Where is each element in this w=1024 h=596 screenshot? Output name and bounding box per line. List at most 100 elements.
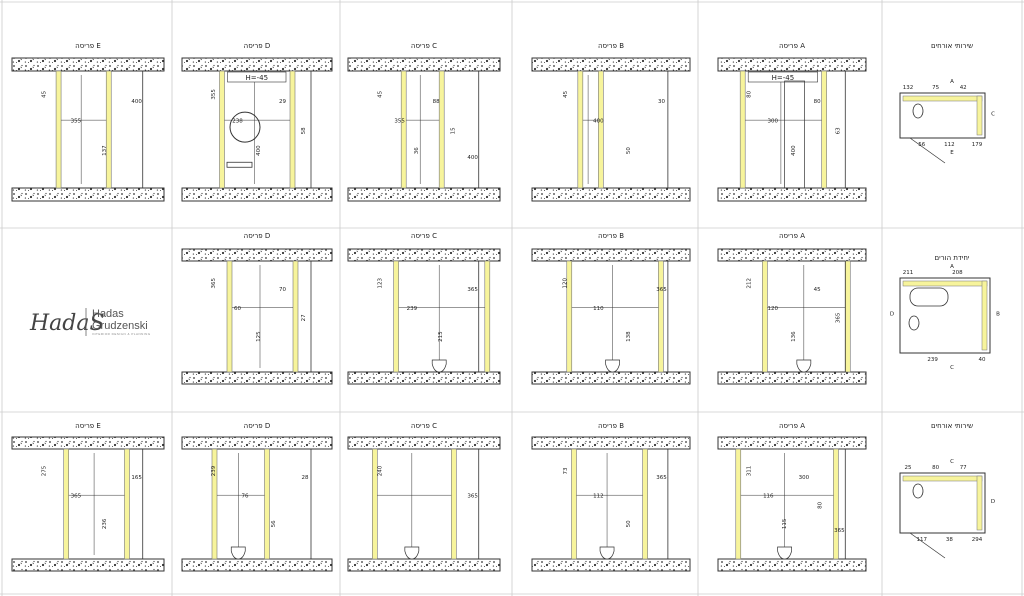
elevation-title: פריסה D xyxy=(244,42,271,50)
elevation-title: פריסה C xyxy=(411,422,437,430)
floor-slab xyxy=(717,371,867,385)
plan-wall xyxy=(976,475,983,531)
ceiling-slab xyxy=(531,57,691,72)
dimension-label: 50 xyxy=(626,147,632,154)
dimension-label: 112 xyxy=(593,493,604,499)
plan-dimension-label: 40 xyxy=(979,357,986,363)
dimension-label: 15 xyxy=(450,127,456,134)
fixture-outline xyxy=(796,359,812,373)
wall-section xyxy=(393,260,399,373)
wall-section xyxy=(124,448,130,560)
ceiling-slab xyxy=(11,436,165,450)
dimension-label: 137 xyxy=(102,145,108,156)
dimension-label: 365 xyxy=(71,493,82,499)
logo-name-first: Hadas xyxy=(92,308,124,320)
dimension-label: 300 xyxy=(799,475,810,481)
plan-wall xyxy=(902,95,983,102)
toilet-outline xyxy=(912,483,924,499)
elevation-title: פריסה E xyxy=(75,42,101,50)
fixture-outline xyxy=(599,546,615,560)
wall-section xyxy=(658,260,664,373)
dimension-label: 45 xyxy=(377,90,383,97)
dimension-label: 136 xyxy=(791,331,797,342)
plan-diagonal-wall xyxy=(909,137,946,164)
plan-title: שירותי אורחים xyxy=(931,42,973,50)
dimension-label: 400 xyxy=(256,145,262,156)
plan-dimension-label: 208 xyxy=(952,270,963,276)
plan-dimension-label: 80 xyxy=(932,465,939,471)
wall-section xyxy=(762,260,768,373)
plan-view-letter: C xyxy=(950,459,954,465)
wall-section xyxy=(577,70,584,189)
dimension-label: 236 xyxy=(102,518,108,529)
dimension-label: 355 xyxy=(211,89,217,100)
floor-slab xyxy=(11,558,165,572)
dimension-label: 125 xyxy=(256,331,262,342)
level-marker-box xyxy=(227,71,287,83)
ceiling-slab xyxy=(11,57,165,72)
wall-section xyxy=(55,70,62,189)
ceiling-slab xyxy=(717,57,867,72)
fixture-outline xyxy=(431,359,447,373)
plan-view-letter: B xyxy=(996,312,1000,318)
wall-section xyxy=(451,448,457,560)
dimension-label: 355 xyxy=(71,119,82,125)
dimension-label: 123 xyxy=(377,277,383,288)
dimension-label: 138 xyxy=(626,331,632,342)
dimension-label: 365 xyxy=(467,287,478,293)
wall-section xyxy=(289,70,296,189)
floor-slab xyxy=(717,558,867,572)
ceiling-slab xyxy=(531,248,691,262)
logo: HadaS Hadas Grudzenski INTERIOR DESIGN &… xyxy=(29,308,151,336)
dimension-label: 36 xyxy=(414,147,420,154)
dimension-label: 355 xyxy=(394,119,405,125)
dimension-label: 212 xyxy=(747,278,753,289)
plan-title: יחידת הורים xyxy=(935,254,970,262)
wall-section xyxy=(566,260,573,373)
logo-tagline: INTERIOR DESIGN & PLANNING xyxy=(92,332,151,336)
dimension-label: 80 xyxy=(814,99,821,105)
ceiling-slab xyxy=(347,248,501,262)
plan-dimension-label: 239 xyxy=(927,357,938,363)
plan-title: שירותי אורחים xyxy=(931,422,973,430)
dimension-label: 300 xyxy=(768,119,779,125)
plan-dimension-label: 112 xyxy=(944,142,955,148)
dimension-label: 30 xyxy=(658,99,665,105)
plan-view-letter: D xyxy=(890,312,894,318)
wall-section xyxy=(264,448,270,560)
dimension-label: 365 xyxy=(834,528,845,534)
floor-slab xyxy=(181,187,333,202)
plan-dimension-label: 75 xyxy=(932,85,939,91)
plan-dimension-label: 25 xyxy=(905,465,912,471)
wall-section xyxy=(211,448,218,560)
fixture-outline xyxy=(777,546,792,560)
dimension-label: 73 xyxy=(563,467,569,474)
wall-section xyxy=(484,260,491,373)
wall-section xyxy=(226,260,233,373)
elevation-title: פריסה C xyxy=(411,232,437,240)
door-outline xyxy=(784,80,805,189)
wall-section xyxy=(292,260,299,373)
elevation-title: פריסה C xyxy=(411,42,437,50)
plan-diagonal-wall xyxy=(909,532,946,559)
wall-section xyxy=(844,260,851,373)
plan-outline xyxy=(899,277,991,354)
fixture-outline xyxy=(230,546,246,560)
wall-section xyxy=(735,448,742,560)
ceiling-slab xyxy=(181,436,333,450)
dimension-label: 400 xyxy=(593,119,604,125)
floor-slab xyxy=(347,558,501,572)
dimension-label: 365 xyxy=(467,493,478,499)
